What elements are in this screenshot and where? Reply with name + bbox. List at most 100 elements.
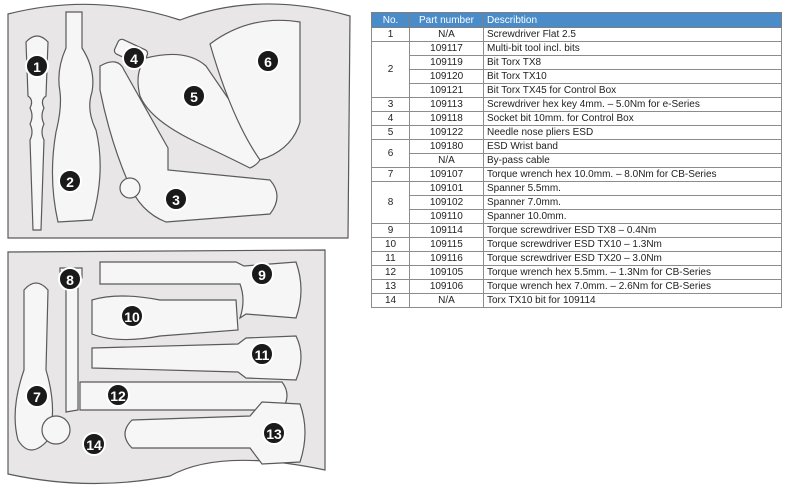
badge-label: 3 (172, 192, 180, 208)
cell-part-number: 109107 (409, 167, 484, 182)
cell-no: 1 (371, 27, 410, 42)
cell-description: Needle nose pliers ESD (483, 125, 782, 140)
badge-circle (250, 342, 274, 366)
cell-no: 11 (371, 251, 410, 266)
cell-description: Spanner 7.0mm. (483, 195, 782, 210)
badge-label: 14 (86, 437, 102, 453)
cell-no: 14 (371, 293, 410, 308)
cell-part-number: N/A (409, 153, 484, 168)
number-badge-10: 10 (120, 304, 144, 328)
badge-circle (25, 54, 49, 78)
number-badge-8: 8 (58, 267, 82, 291)
cell-part-number: N/A (409, 293, 484, 308)
cell-description: Torque wrench hex 10.0mm. – 8.0Nm for CB… (483, 167, 782, 182)
badge-circle (250, 262, 274, 286)
cell-description: Multi-bit tool incl. bits (483, 41, 782, 56)
cutout-flat-screwdriver (25, 35, 49, 231)
cell-no: 6 (371, 139, 410, 168)
badge-label: 4 (130, 51, 138, 67)
cell-part-number: 109115 (409, 237, 484, 252)
cell-no: 13 (371, 279, 410, 294)
number-badge-12: 12 (106, 383, 130, 407)
number-badge-11: 11 (250, 342, 274, 366)
cell-description: Torx TX10 bit for 109114 (483, 293, 782, 308)
cell-description: Bit Torx TX45 for Control Box (483, 83, 782, 98)
cutout-multibit-tool (51, 11, 101, 223)
cell-no: 8 (371, 181, 410, 224)
cell-part-number: 109180 (409, 139, 484, 154)
cell-part-number: 109102 (409, 195, 484, 210)
cutout-needle-nose-pliers (137, 53, 263, 169)
badge-label: 2 (66, 174, 74, 190)
cutout-torque-wrench-7mm (124, 401, 306, 465)
badge-label: 1 (33, 59, 41, 75)
badge-label: 11 (255, 347, 270, 363)
badge-label: 13 (266, 426, 282, 442)
number-badge-5: 5 (182, 84, 206, 108)
cell-part-number: 109113 (409, 97, 484, 112)
badge-circle (25, 384, 49, 408)
badge-circle (122, 46, 146, 70)
number-badge-6: 6 (256, 49, 280, 73)
badge-circle (106, 383, 130, 407)
cell-part-number: 109116 (409, 251, 484, 266)
number-badge-1: 1 (25, 54, 49, 78)
number-badge-14: 14 (82, 432, 106, 456)
header-description: Describtion (483, 12, 782, 28)
cell-no: 12 (371, 265, 410, 280)
cell-description: Screwdriver hex key 4mm. – 5.0Nm for e-S… (483, 97, 782, 112)
badge-circle (82, 432, 106, 456)
badge-label: 10 (124, 309, 140, 325)
badge-circle (58, 267, 82, 291)
cell-description: Torque screwdriver ESD TX20 – 3.0Nm (483, 251, 782, 266)
cell-description: ESD Wrist band (483, 139, 782, 154)
cell-part-number: 109122 (409, 125, 484, 140)
cell-part-number: 109120 (409, 69, 484, 84)
badge-label: 8 (66, 272, 74, 288)
cell-description: Spanner 10.0mm. (483, 209, 782, 224)
cell-part-number: 109114 (409, 223, 484, 238)
cell-description: Torque screwdriver ESD TX8 – 0.4Nm (483, 223, 782, 238)
badge-circle (58, 169, 82, 193)
cell-part-number: 109118 (409, 111, 484, 126)
number-badge-2: 2 (58, 169, 82, 193)
cell-description: Bit Torx TX10 (483, 69, 782, 84)
number-badge-3: 3 (164, 187, 188, 211)
cell-part-number: 109106 (409, 279, 484, 294)
badge-circle (164, 187, 188, 211)
cell-part-number: 109119 (409, 55, 484, 70)
cell-part-number: 109101 (409, 181, 484, 196)
badge-circle (120, 304, 144, 328)
cell-part-number: 109110 (409, 209, 484, 224)
cell-no: 9 (371, 223, 410, 238)
number-badge-4: 4 (122, 46, 146, 70)
table-header-row: No. Part number Describtion (371, 12, 782, 28)
cutout-wrench-head (41, 415, 71, 445)
cell-no: 10 (371, 237, 410, 252)
cell-no: 2 (371, 41, 410, 98)
cell-part-number: 109121 (409, 83, 484, 98)
badge-label: 7 (33, 389, 41, 405)
cell-no: 5 (371, 125, 410, 140)
badge-label: 9 (258, 267, 266, 283)
cell-part-number: N/A (409, 27, 484, 42)
